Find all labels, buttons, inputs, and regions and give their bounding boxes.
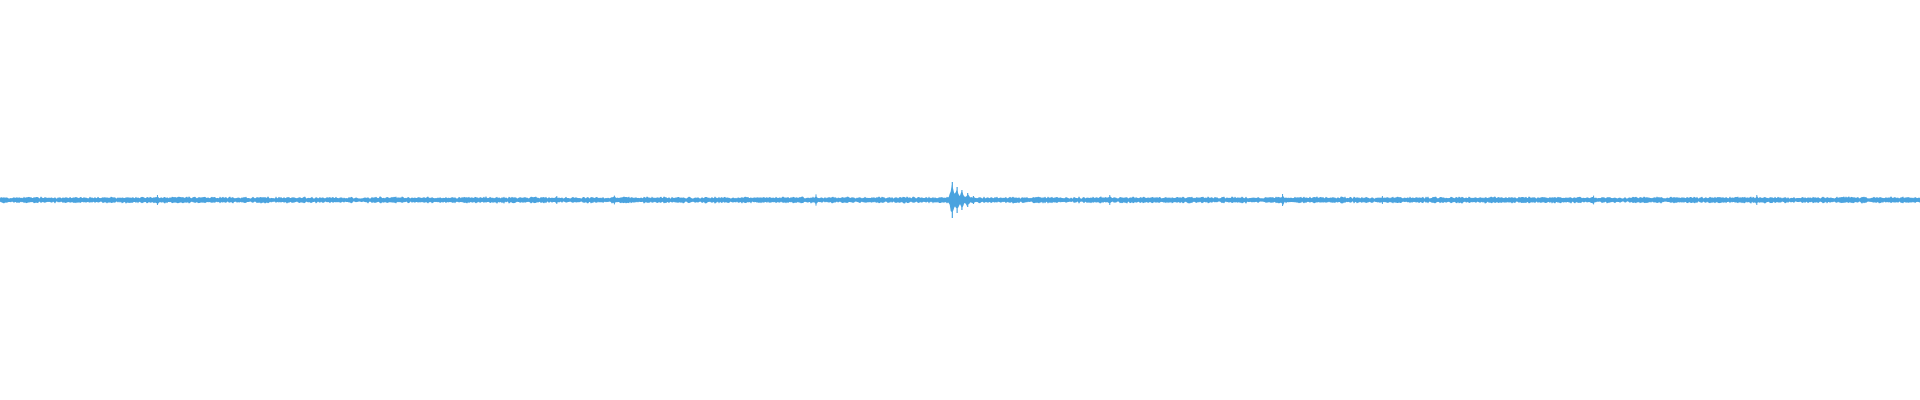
waveform-envelope xyxy=(0,185,1920,213)
waveform-series xyxy=(0,182,1920,218)
